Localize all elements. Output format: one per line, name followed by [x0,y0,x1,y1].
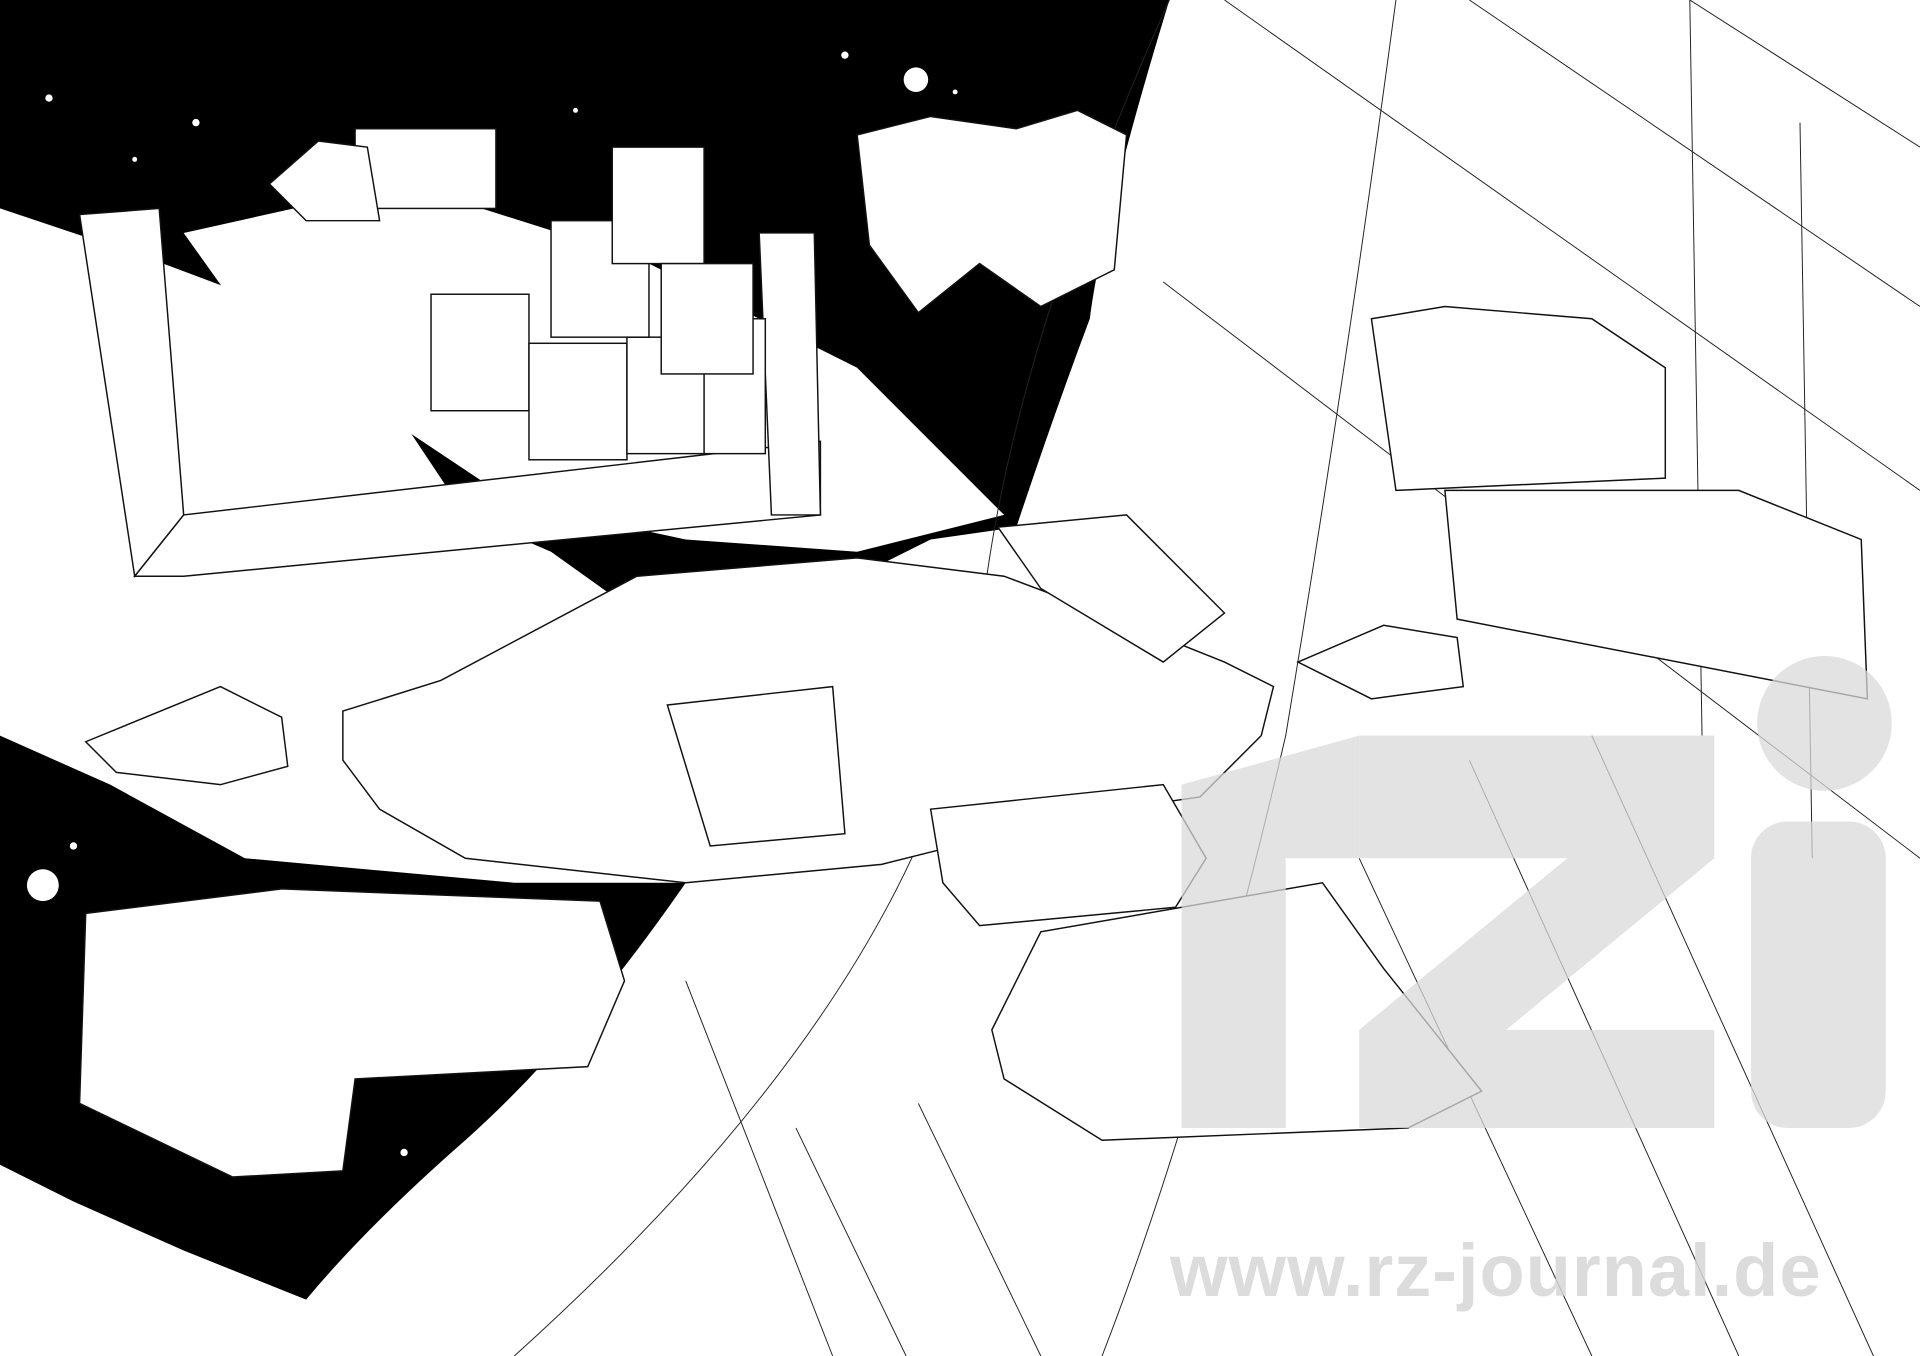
watermark-logo [1181,655,1892,1128]
stars [26,51,1056,1157]
watermark-url: www.rz-journal.de [1170,1229,1822,1312]
cargo-rack [78,127,822,579]
small-craft [84,140,1465,786]
main-spaceship [342,514,1275,927]
